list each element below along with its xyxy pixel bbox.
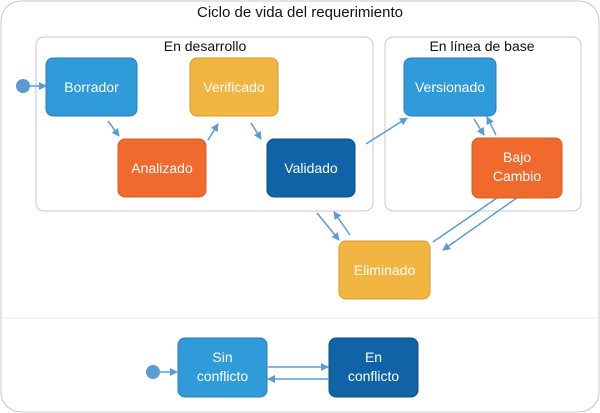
arrow-eliminado-to-validado [333,211,351,236]
state-bajo-cambio-label-line-2: Cambio [493,168,541,184]
group-en-desarrollo-label: En desarrollo [164,38,247,54]
state-bajo-cambio-label-line-1: Bajo [503,149,531,165]
state-versionado: Versionado [403,57,497,117]
arrow-verificado-to-validado [250,122,262,140]
state-eliminado-label: Eliminado [354,262,416,278]
state-en-conflicto-label-line-1: En [365,349,382,365]
state-validado: Validado [266,138,356,198]
state-analizado: Analizado [117,138,207,198]
state-validado-label: Validado [284,160,338,176]
state-en-conflicto: En conflicto [328,337,419,398]
arrow-borrador-to-analizado [107,120,120,137]
arrow-versionado-to-bajo-cambio [473,118,485,136]
state-versionado-label: Versionado [415,79,485,95]
state-borrador: Borrador [45,57,138,117]
state-sin-conflicto-label-line-2: conflicto [197,368,249,384]
state-sin-conflicto-label-line-1: Sin [212,349,232,365]
start-dot-conflict [146,365,160,379]
state-en-conflicto-label-line-2: conflicto [348,368,400,384]
state-en-conflicto-box [328,337,419,398]
state-bajo-cambio-box [471,137,563,199]
state-verificado: Verificado [189,57,279,117]
diagram-title: Ciclo de vida del requerimiento [197,4,403,21]
group-en-linea-de-base-label: En línea de base [429,38,534,54]
start-dot-main [16,79,30,93]
group-en-desarrollo [35,36,374,212]
state-verificado-box [189,57,279,117]
arrow-validado-to-eliminado [316,212,340,241]
state-borrador-label: Borrador [64,79,119,95]
state-eliminado-box [338,240,431,300]
state-analizado-box [117,138,207,198]
state-analizado-label: Analizado [131,160,193,176]
state-versionado-box [403,57,497,117]
arrow-bajo-cambio-to-eliminado [442,196,519,251]
state-bajo-cambio: Bajo Cambio [471,137,563,199]
state-sin-conflicto-box [177,337,268,398]
transition-arrows [30,82,519,383]
state-eliminado: Eliminado [338,240,431,300]
arrow-bajo-cambio-to-versionado [486,116,497,136]
arrow-validado-to-versionado [365,117,408,145]
state-validado-box [266,138,356,198]
group-en-linea-de-base [384,36,582,212]
state-verificado-label: Verificado [203,79,265,95]
state-sin-conflicto: Sin conflicto [177,337,268,398]
state-borrador-box [45,57,138,117]
arrow-analizado-to-verificado [207,123,219,141]
